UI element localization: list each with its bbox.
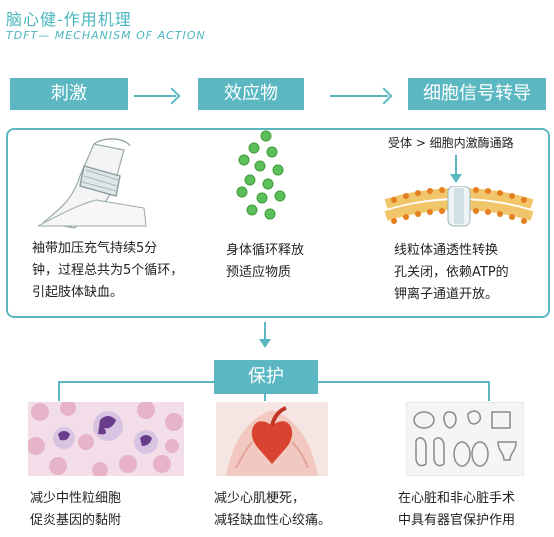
page-subtitle: TDFT— MECHANISM OF ACTION xyxy=(6,29,206,42)
protect-item-myocardial: 减少心肌梗死， 减轻缺血性心绞痛。 xyxy=(214,488,331,532)
protect-label: 保护 xyxy=(214,360,318,394)
protect-line: 减少心肌梗死， xyxy=(214,491,306,506)
description-line: 引起肢体缺血。 xyxy=(32,285,124,300)
protect-line: 促炎基因的黏附 xyxy=(30,513,122,528)
down-arrow-icon xyxy=(259,339,271,348)
protect-item-organ: 在心脏和非心脏手术 中具有器官保护作用 xyxy=(398,488,515,532)
step-stimulus: 刺激 xyxy=(10,78,128,110)
protect-line: 减少中性粒细胞 xyxy=(30,491,122,506)
protect-line: 中具有器官保护作用 xyxy=(398,513,516,528)
down-arrow-line xyxy=(264,322,266,340)
description-line: 预适应物质 xyxy=(226,265,292,280)
signal-description: 线粒体通透性转换 孔关闭，依赖ATP的 钾离子通道开放。 xyxy=(394,240,509,306)
connector-drop-left xyxy=(58,381,60,401)
stimulus-description: 袖带加压充气持续5分 钟，过程总共为5个循环， 引起肢体缺血。 xyxy=(32,238,183,304)
heart-anatomy-image xyxy=(216,402,328,476)
effector-description: 身体循环释放 预适应物质 xyxy=(226,240,304,284)
description-line: 身体循环释放 xyxy=(226,243,305,258)
cell-membrane-illustration xyxy=(384,186,534,227)
description-line: 袖带加压充气持续5分 xyxy=(32,241,158,256)
description-line: 钟，过程总共为5个循环， xyxy=(32,263,184,278)
down-arrow-icon xyxy=(450,174,462,183)
effector-particles-illustration xyxy=(236,130,286,220)
arrow-right-icon xyxy=(330,95,388,97)
step-signal-transduction: 细胞信号转导 xyxy=(408,78,546,110)
arm-cuff-illustration xyxy=(37,138,147,229)
protect-line: 在心脏和非心脏手术 xyxy=(398,491,516,506)
down-arrow-line xyxy=(455,155,457,175)
organs-image xyxy=(406,402,524,476)
mechanism-frame xyxy=(6,128,550,318)
page-title: 脑心健-作用机理 xyxy=(6,10,132,29)
description-line: 孔关闭，依赖ATP的 xyxy=(394,265,509,280)
description-line: 线粒体通透性转换 xyxy=(394,243,499,258)
receptor-pathway-label: 受体 > 细胞内激酶通路 xyxy=(388,136,514,150)
protect-item-neutrophil: 减少中性粒细胞 促炎基因的黏附 xyxy=(30,488,121,532)
arrow-right-icon xyxy=(134,95,176,97)
description-line: 钾离子通道开放。 xyxy=(394,287,499,302)
neutrophil-cells-image xyxy=(28,402,184,476)
step-effector: 效应物 xyxy=(198,78,304,110)
connector-drop-right xyxy=(488,381,490,401)
protect-line: 减轻缺血性心绞痛。 xyxy=(214,513,332,528)
